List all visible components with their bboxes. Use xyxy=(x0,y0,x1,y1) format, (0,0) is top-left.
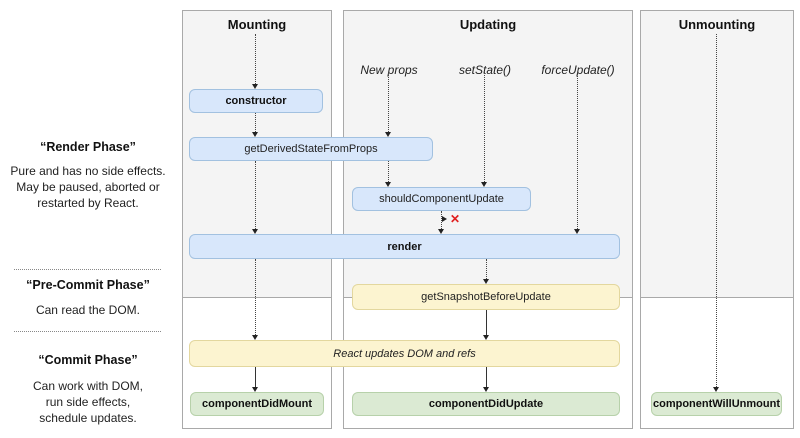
flow-line xyxy=(255,367,256,387)
flow-line xyxy=(255,161,256,229)
arrow-down-icon xyxy=(385,182,391,187)
pre-commit-phase-title: “Pre-Commit Phase” xyxy=(26,278,150,292)
trigger-forceupdate: forceUpdate() xyxy=(541,63,615,77)
flow-line xyxy=(577,72,578,229)
cancel-x-icon: ✕ xyxy=(450,212,461,226)
arrow-down-icon xyxy=(483,387,489,392)
node-componentdidmount[interactable]: componentDidMount xyxy=(190,392,324,416)
flow-line xyxy=(486,367,487,387)
flow-line xyxy=(388,72,389,132)
flow-line xyxy=(255,113,256,132)
render-phase-title: “Render Phase” xyxy=(40,140,136,154)
flow-line xyxy=(255,34,256,84)
arrow-right-icon xyxy=(442,216,447,222)
trigger-new-props: New props xyxy=(360,63,418,77)
node-getsnapshotbeforeupdate[interactable]: getSnapshotBeforeUpdate xyxy=(352,284,620,310)
flow-line xyxy=(486,259,487,279)
render-phase-background xyxy=(641,11,793,298)
node-render[interactable]: render xyxy=(189,234,620,259)
flow-line xyxy=(716,34,717,387)
flow-line xyxy=(441,211,442,229)
node-getderivedstatefromprops[interactable]: getDerivedStateFromProps xyxy=(189,137,433,161)
flow-line xyxy=(388,161,389,182)
arrow-down-icon xyxy=(713,387,719,392)
node-componentdidupdate[interactable]: componentDidUpdate xyxy=(352,392,620,416)
node-constructor[interactable]: constructor xyxy=(189,89,323,113)
node-componentwillunmount[interactable]: componentWillUnmount xyxy=(651,392,782,416)
phase-separator xyxy=(14,331,161,332)
render-phase-description: Pure and has no side effects. May be pau… xyxy=(10,164,166,210)
arrow-down-icon xyxy=(252,335,258,340)
arrow-down-icon xyxy=(481,182,487,187)
flow-line xyxy=(484,72,485,182)
arrow-down-icon xyxy=(483,279,489,284)
trigger-setstate: setState() xyxy=(458,63,512,77)
column-title-unmounting: Unmounting xyxy=(678,17,756,32)
flow-line xyxy=(486,310,487,335)
column-unmounting: Unmounting xyxy=(640,10,794,429)
flow-line xyxy=(255,259,256,335)
commit-phase-description: Can work with DOM, run side effects, sch… xyxy=(32,379,144,425)
arrow-down-icon xyxy=(385,132,391,137)
node-react-updates-dom: React updates DOM and refs xyxy=(189,340,620,367)
arrow-down-icon xyxy=(252,229,258,234)
column-title-updating: Updating xyxy=(459,17,517,32)
arrow-down-icon xyxy=(252,387,258,392)
column-title-mounting: Mounting xyxy=(227,17,287,32)
arrow-down-icon xyxy=(252,132,258,137)
phase-separator xyxy=(14,269,161,270)
arrow-down-icon xyxy=(252,84,258,89)
arrow-down-icon xyxy=(574,229,580,234)
pre-commit-phase-description: Can read the DOM. xyxy=(35,303,141,317)
commit-phase-title: “Commit Phase” xyxy=(38,353,138,367)
arrow-down-icon xyxy=(483,335,489,340)
arrow-down-icon xyxy=(438,229,444,234)
node-shouldcomponentupdate[interactable]: shouldComponentUpdate xyxy=(352,187,531,211)
